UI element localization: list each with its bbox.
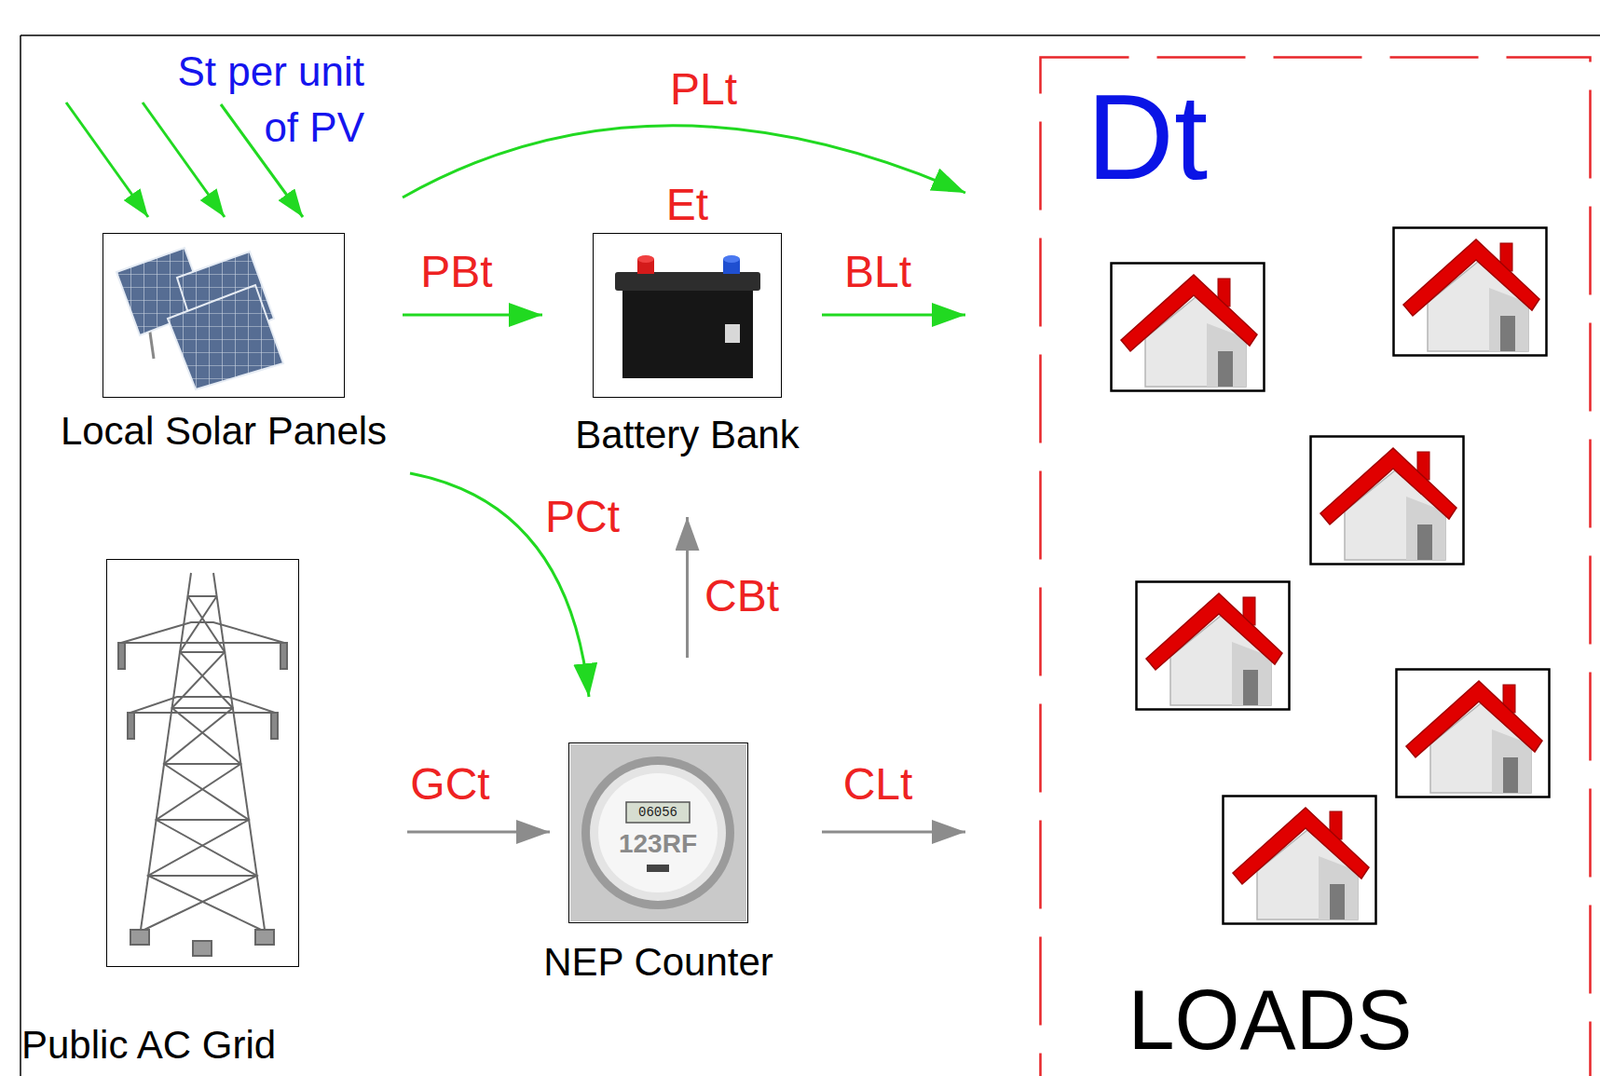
battery-terminal — [723, 255, 740, 263]
tower-rung — [179, 651, 225, 654]
sunlight-arrow — [66, 102, 149, 218]
flow-label: PCt — [545, 492, 620, 543]
tower-foot — [192, 941, 212, 957]
flow-arrow — [685, 517, 689, 658]
tower-leg — [140, 573, 192, 932]
loads-region: DtLOADS — [1039, 55, 1592, 1076]
watermark: 123RF — [618, 831, 698, 858]
flow-label: BLt — [844, 247, 912, 298]
flow-label: CLt — [843, 760, 914, 810]
battery-picture — [615, 255, 761, 379]
flow-label: CBt — [704, 572, 780, 622]
battery-terminal — [637, 255, 655, 263]
tower-rung — [156, 819, 249, 821]
insulator — [118, 642, 125, 670]
flow-arrow — [821, 314, 966, 317]
meter-display — [626, 802, 690, 823]
tower-rung — [148, 875, 258, 877]
demand-label: Dt — [1086, 76, 1208, 198]
meter-ring — [589, 765, 726, 902]
battery-body — [622, 283, 753, 379]
flow-label: GCt — [410, 760, 490, 810]
house-icon — [1111, 263, 1265, 392]
meter-ground — [570, 744, 747, 922]
tower-foot — [130, 929, 150, 945]
meter-picture — [570, 744, 747, 922]
tower-rung — [164, 763, 241, 766]
flow-label: PBt — [420, 247, 493, 298]
house-icon — [1311, 437, 1464, 565]
region-title: LOADS — [1127, 978, 1412, 1063]
irradiance-label: St per unit of PV — [164, 43, 365, 156]
flow-label: PLt — [670, 65, 738, 115]
tower-brace — [148, 596, 265, 932]
dashed-outline — [1039, 55, 1592, 1076]
meter-reading: 06056 — [638, 806, 678, 820]
node-caption: Local Solar Panels — [60, 410, 387, 453]
solar-panel — [167, 285, 284, 390]
battery-box: EtBattery Bank — [592, 232, 782, 398]
tower-leg — [213, 573, 265, 932]
house-icon — [1136, 582, 1290, 711]
solar-panel-picture — [116, 247, 284, 390]
node-caption: NEP Counter — [543, 941, 774, 985]
solar-panel-box: Local Solar Panels — [102, 232, 345, 398]
insulator — [280, 642, 288, 670]
tower-arm — [130, 697, 275, 713]
grid-box: Public AC Grid — [106, 559, 300, 968]
meter-face — [598, 773, 718, 893]
node-caption: Public AC Grid — [21, 1024, 276, 1067]
flow-arrow — [402, 314, 543, 317]
meter-ring — [581, 756, 735, 910]
tower-rung — [172, 707, 233, 710]
insulator — [271, 712, 278, 739]
flow-arrow — [821, 831, 966, 835]
house-icon — [1394, 228, 1547, 356]
frame-line — [20, 34, 1600, 37]
meter-plate — [646, 864, 670, 873]
house-icon — [1223, 796, 1377, 925]
battery-sticker — [724, 324, 740, 343]
battery-lid — [615, 272, 761, 291]
dashed-border — [1040, 57, 1591, 1076]
house-icon — [1396, 670, 1550, 798]
node-caption: Battery Bank — [574, 413, 799, 457]
energy-label: Et — [666, 180, 709, 231]
insulator — [127, 712, 135, 739]
frame-line — [19, 35, 22, 1076]
tower-arm — [121, 622, 285, 643]
tower-picture — [118, 573, 288, 957]
tower-rung — [188, 595, 218, 598]
sunlight-arrow — [142, 102, 225, 218]
flow-arrow — [407, 831, 550, 835]
tower-foot — [255, 929, 274, 945]
